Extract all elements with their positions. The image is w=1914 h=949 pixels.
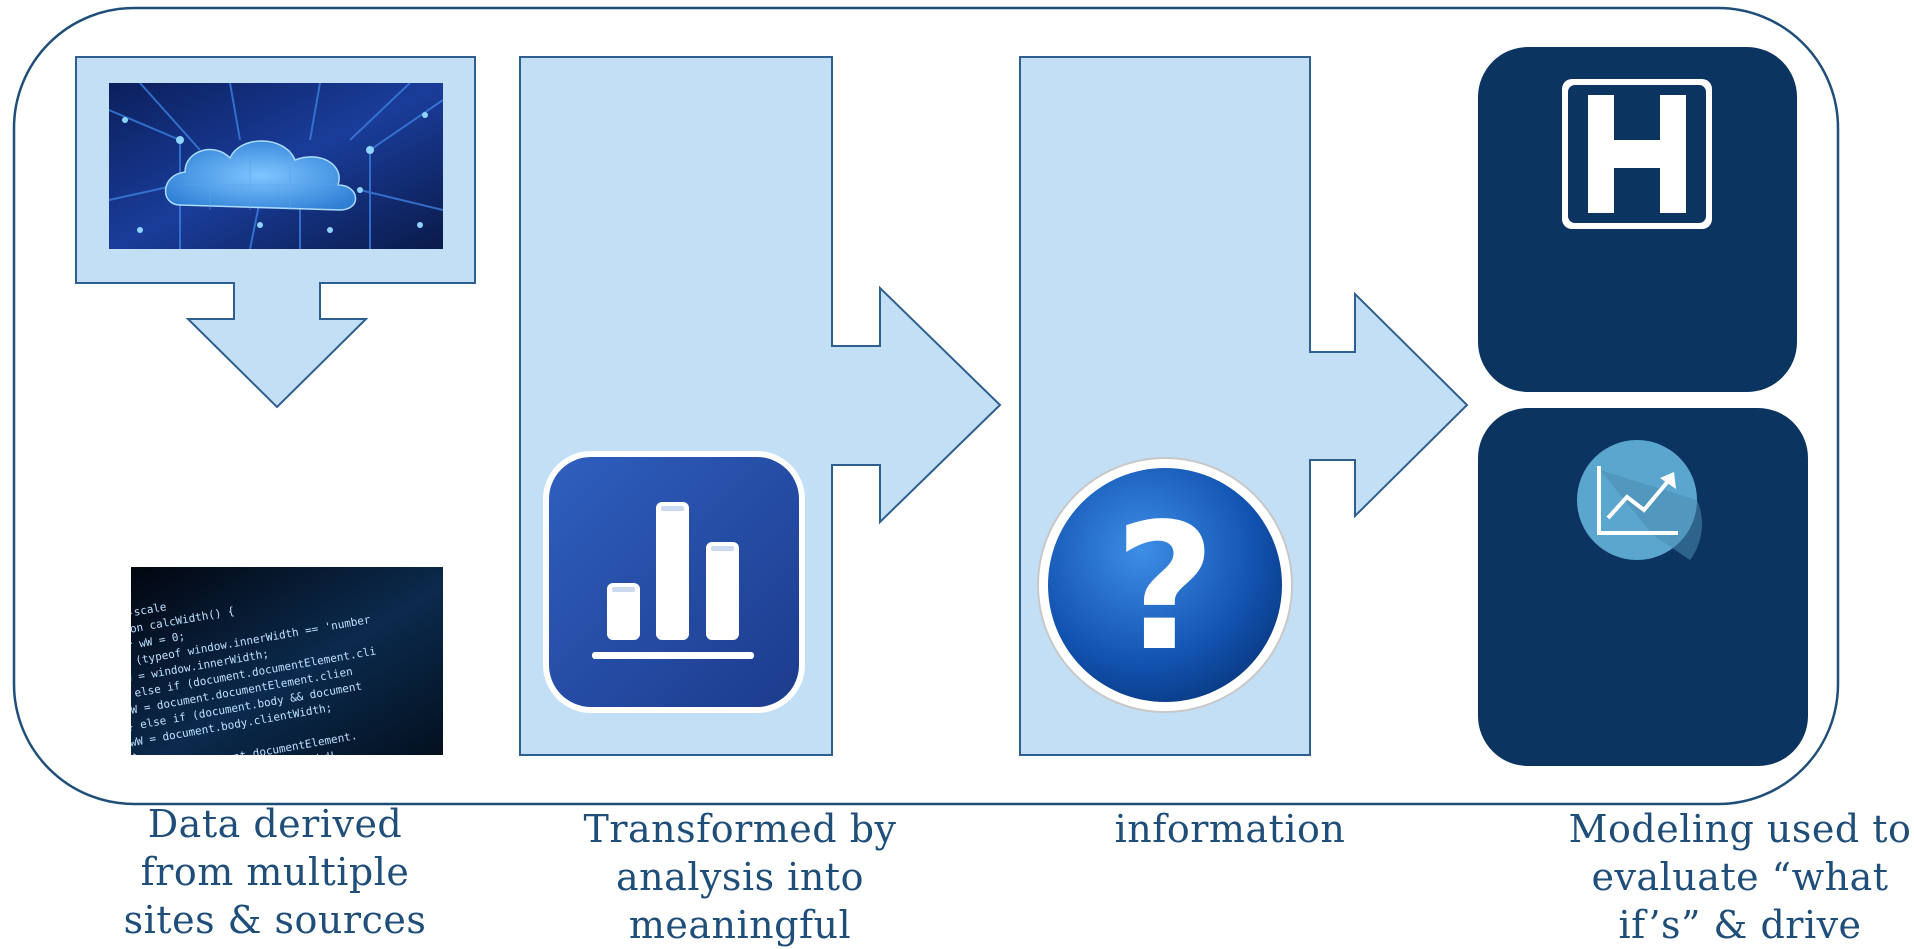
caption-line: from multiple <box>140 850 410 894</box>
outer-frame <box>12 6 1840 806</box>
trend-chart-icon <box>1577 440 1703 560</box>
caption-line: evaluate “what <box>1591 855 1889 899</box>
caption-line: analysis into <box>616 855 864 899</box>
caption-data-derived: Data derived from multiple sites & sourc… <box>90 800 460 944</box>
bar-chart-icon <box>543 451 805 713</box>
caption-line: if’s” & drive <box>1618 903 1862 947</box>
caption-line: Data derived <box>147 802 403 846</box>
caption-line: meaningful <box>628 903 852 947</box>
caption-line: information <box>1114 807 1346 851</box>
caption-modeling: Modeling used to evaluate “what if’s” & … <box>1550 805 1914 949</box>
cloud-network-icon <box>109 83 443 249</box>
caption-transformed: Transformed by analysis into meaningful <box>560 805 920 949</box>
question-mark-icon: ? <box>1037 457 1293 713</box>
hospital-sign-icon <box>1562 79 1712 229</box>
code-line: wH = window.innerHeight || (wH <box>137 749 335 796</box>
caption-line: sites & sources <box>123 898 427 942</box>
caption-line: Transformed by <box>583 807 897 851</box>
caption-line: Modeling used to <box>1568 807 1912 851</box>
trend-tile <box>1478 408 1808 766</box>
code-line: } <box>132 751 141 765</box>
caption-information: information <box>1060 805 1400 853</box>
svg-text:?: ? <box>1114 487 1216 690</box>
